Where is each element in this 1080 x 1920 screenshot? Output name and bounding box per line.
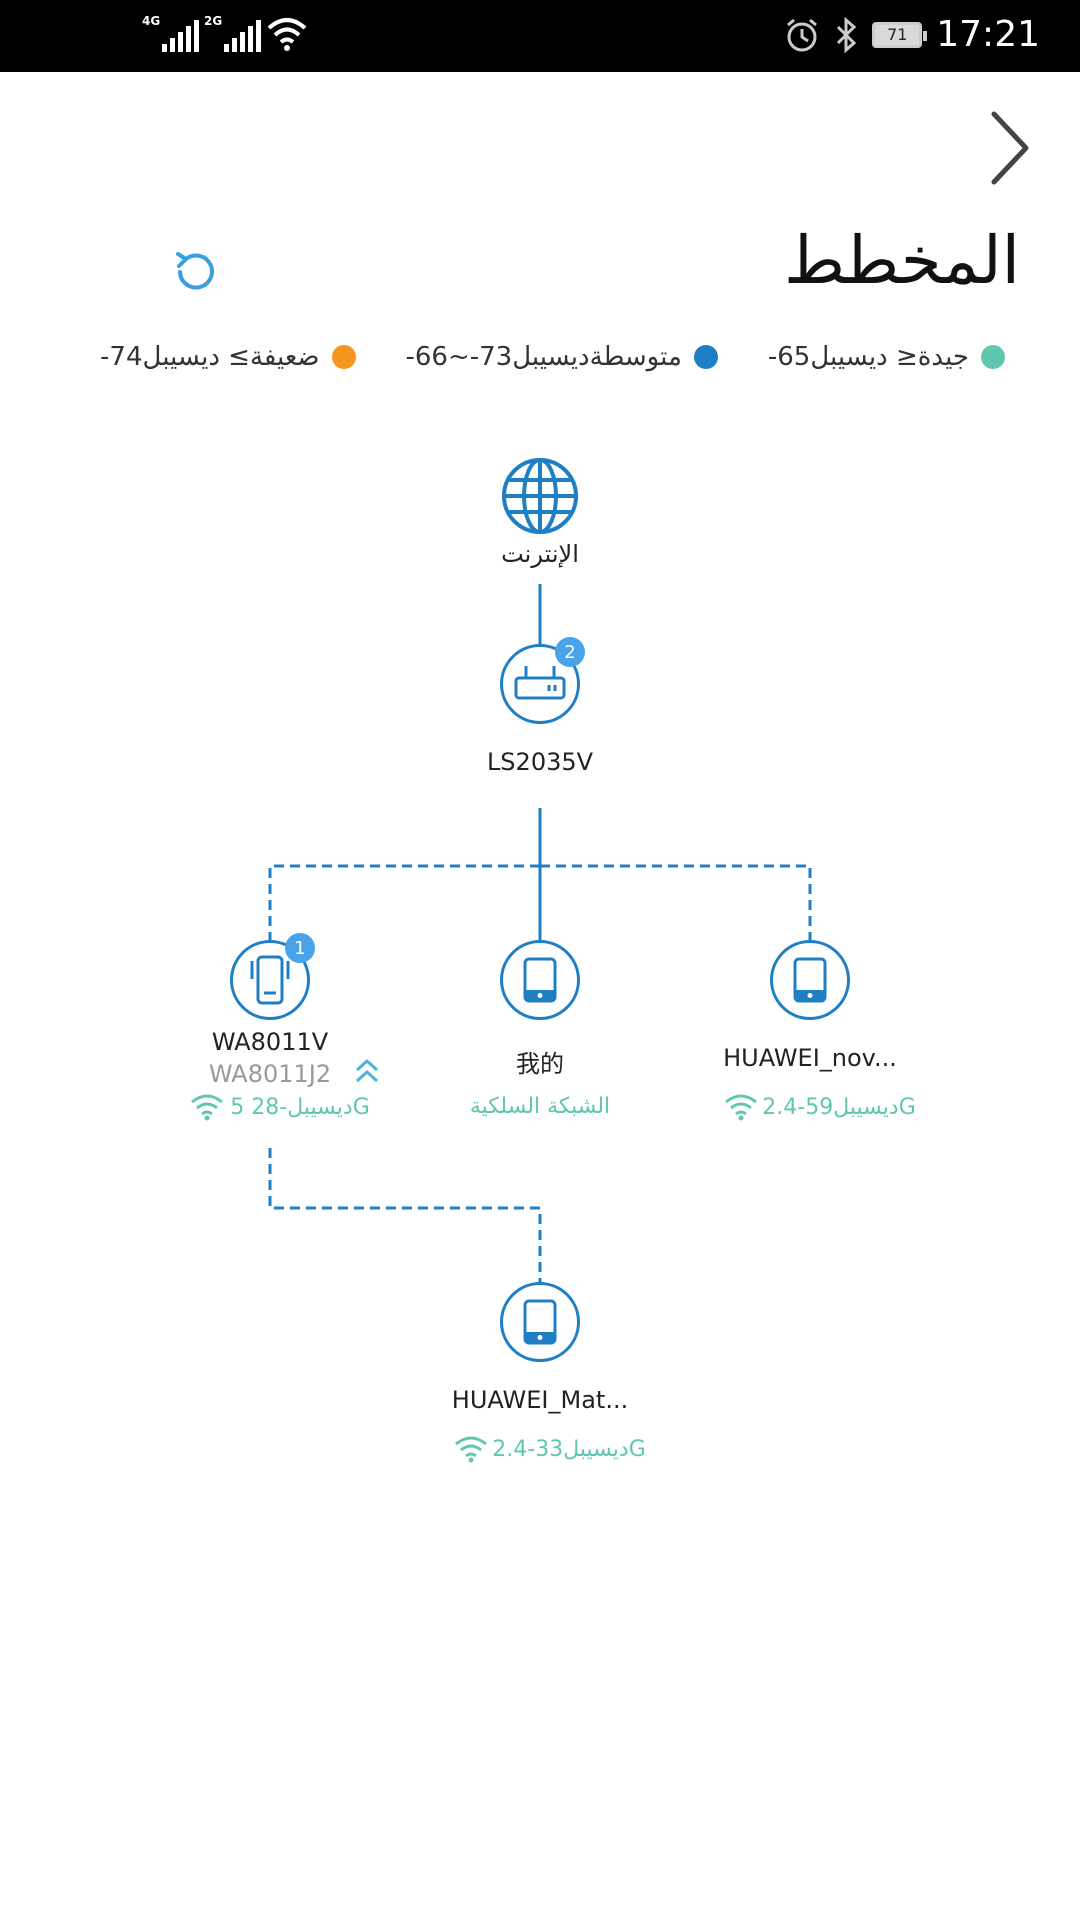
alarm-icon	[787, 18, 818, 51]
wired-device-label: 我的	[516, 1050, 564, 1078]
legend-medium-dot	[693, 345, 718, 369]
wifi-signal-icon	[725, 1094, 758, 1121]
wifi-icon	[267, 18, 307, 51]
internet-label: الإنترنت	[501, 540, 579, 568]
refresh-icon[interactable]	[170, 248, 218, 296]
wifi-device-label: HUAWEI_nov...	[723, 1044, 897, 1072]
tablet-icon	[793, 957, 827, 1003]
wired-device-node[interactable]	[500, 940, 580, 1020]
router-icon	[514, 666, 566, 700]
repeater-signal: ديسيبل-28 5G	[180, 1093, 380, 1121]
repeater-label: WA8011V	[211, 1028, 329, 1056]
wifi-device-node[interactable]	[770, 940, 850, 1020]
globe-icon	[502, 458, 578, 534]
wifi-device-signal: ديسيبل59-2.4G	[710, 1093, 930, 1121]
child-device-signal: ديسيبل33-2.4G	[440, 1435, 660, 1463]
wifi-signal-icon	[191, 1094, 224, 1121]
router-node[interactable]: 2	[500, 637, 585, 724]
wifi-signal-icon	[455, 1436, 488, 1463]
signal-legend: جيدة≤ ديسيبل65- متوسطةديسيبل73-~66- ضعيف…	[100, 342, 1005, 372]
page-title: المخطط	[784, 222, 1020, 299]
expand-up-icon[interactable]	[352, 1056, 382, 1086]
clock: 17:21	[936, 14, 1040, 55]
router-badge: 2	[555, 637, 585, 667]
internet-node[interactable]	[500, 456, 580, 536]
legend-good: جيدة≤ ديسيبل65-	[768, 342, 1005, 372]
router-label: LS2035V	[486, 748, 594, 776]
legend-weak: ضعيفة≥ ديسيبل74-	[100, 342, 356, 372]
repeater-node[interactable]: 1	[230, 933, 315, 1020]
battery-icon: 71	[872, 21, 928, 48]
chevron-right-icon[interactable]	[980, 108, 1040, 188]
wired-device-connection: الشبكة السلكية	[469, 1094, 611, 1119]
status-bar: 4G 2G 71 17:21	[0, 0, 1080, 72]
repeater-icon	[250, 955, 290, 1005]
legend-medium: متوسطةديسيبل73-~66-	[405, 342, 718, 372]
cellular-signal-2g-icon: 2G	[204, 14, 261, 52]
legend-good-dot	[981, 345, 1005, 369]
child-device-node[interactable]	[500, 1282, 580, 1362]
child-device-label: HUAWEI_Mat...	[451, 1386, 629, 1414]
tablet-icon	[523, 957, 557, 1003]
legend-weak-dot	[331, 345, 356, 369]
repeater-model: WA8011J2	[208, 1060, 332, 1088]
repeater-badge: 1	[285, 933, 315, 963]
cellular-signal-4g-icon: 4G	[142, 14, 199, 52]
tablet-icon	[523, 1299, 557, 1345]
bluetooth-icon	[837, 16, 857, 53]
